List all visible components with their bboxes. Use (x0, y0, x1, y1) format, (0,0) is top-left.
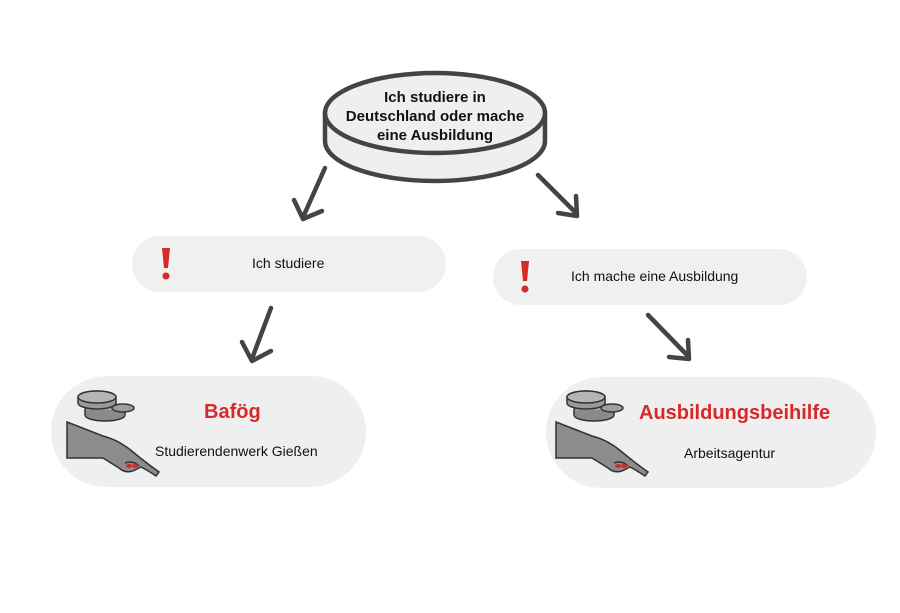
arrow-root-to-training-icon (535, 172, 580, 219)
arrow-training-to-ausbildung-icon (645, 312, 692, 362)
outcome-bafoeg-title: Bafög (204, 401, 261, 423)
arrow-study-to-bafoeg-icon (239, 305, 274, 364)
outcome-bafoeg: Bafög Studierendenwerk Gießen (51, 376, 366, 487)
exclamation-icon (162, 248, 170, 280)
branch-training: Ich mache eine Ausbildung (493, 249, 807, 305)
coins-hand-icon (66, 390, 161, 478)
outcome-ausbildungsbeihilfe-subtitle: Arbeitsagentur (684, 445, 776, 461)
outcome-ausbildungsbeihilfe: Ausbildungsbeihilfe Arbeitsagentur (546, 377, 876, 488)
root-line-2: Deutschland oder mache (345, 108, 525, 125)
exclamation-icon (521, 261, 529, 293)
root-question: Ich studiere in Deutschland oder mache e… (330, 88, 540, 145)
arrow-root-to-study-icon (291, 165, 328, 222)
root-line-3: eine Ausbildung (376, 127, 494, 144)
coins-hand-icon (555, 390, 650, 478)
branch-training-label: Ich mache eine Ausbildung (571, 268, 739, 284)
outcome-bafoeg-subtitle: Studierendenwerk Gießen (155, 443, 318, 459)
root-disc-shape (322, 70, 548, 184)
branch-study-label: Ich studiere (252, 255, 325, 271)
root-line-1: Ich studiere in (384, 89, 486, 106)
outcome-ausbildungsbeihilfe-title: Ausbildungsbeihilfe (639, 402, 831, 424)
branch-study: Ich studiere (132, 236, 446, 292)
